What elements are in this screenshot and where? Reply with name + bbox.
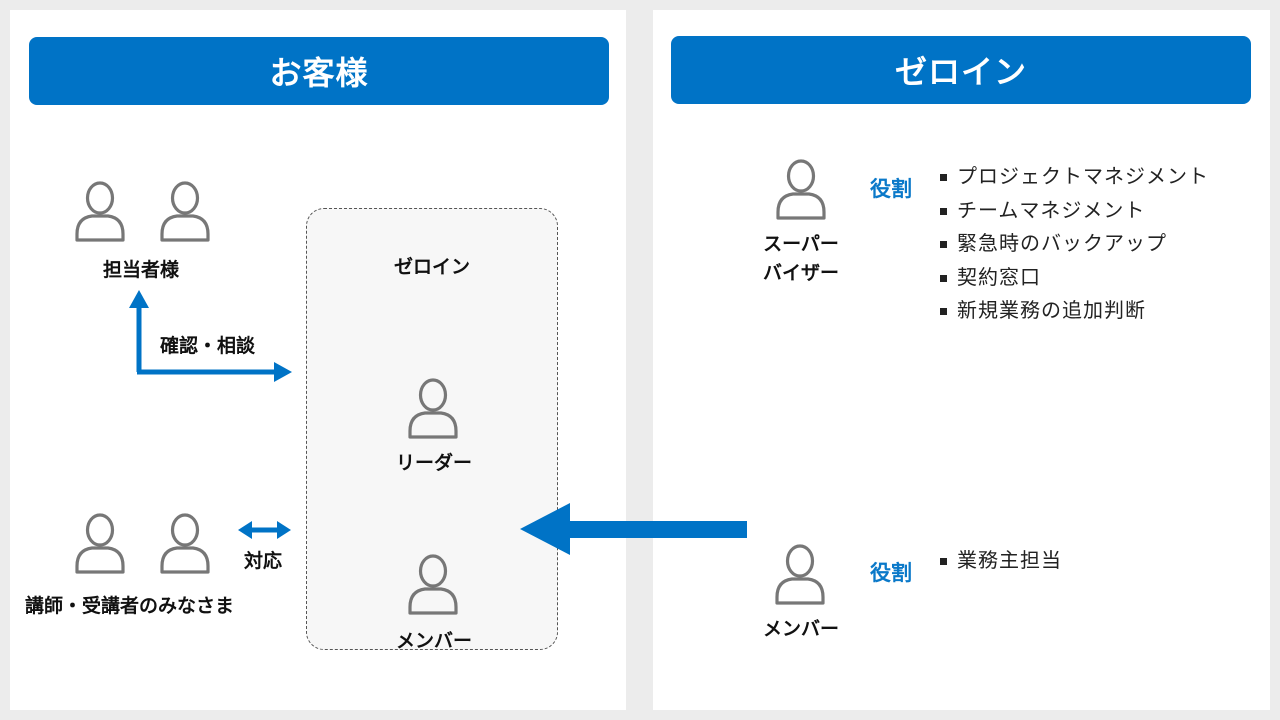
supervisor-label-line2: バイザー — [762, 262, 840, 284]
zeroin-member-person-icon — [775, 544, 825, 605]
role-item: プロジェクトマネジメント — [940, 160, 1209, 194]
supervisor-person-icon — [776, 159, 826, 220]
role-item: チームマネジメント — [940, 194, 1209, 228]
zeroin-header: ゼロイン — [671, 36, 1251, 104]
customer-header: お客様 — [29, 37, 609, 105]
team-box-title: ゼロイン — [393, 256, 471, 278]
right-arrow-icon — [274, 362, 292, 382]
attendees-label: 講師・受講者のみなさま — [25, 595, 235, 617]
customer-panel: お客様 担当者様 確認・相談 対応 講師・受講者のみなさま ゼロイン リーダー … — [10, 10, 626, 710]
role-item: 契約窓口 — [940, 261, 1209, 295]
member-role-list: 業務主担当 — [940, 544, 1062, 578]
supervisor-role-label: 役割 — [870, 177, 912, 201]
attendee-person-icon — [75, 513, 125, 574]
left-arrow-icon — [238, 521, 252, 539]
role-item: 緊急時のバックアップ — [940, 227, 1209, 261]
contact-person-icon — [160, 181, 210, 242]
member-label: メンバー — [395, 630, 473, 652]
zeroin-team-box: ゼロイン リーダー メンバー — [306, 208, 558, 652]
up-arrow-icon — [129, 290, 149, 308]
contact-label: 担当者様 — [102, 259, 180, 281]
leader-person-icon — [408, 378, 458, 439]
role-item: 業務主担当 — [940, 544, 1062, 578]
zeroin-panel: ゼロイン スーパー バイザー 役割 プロジェクトマネジメント チームマネジメント… — [653, 10, 1270, 710]
supervisor-role-list: プロジェクトマネジメント チームマネジメント 緊急時のバックアップ 契約窓口 新… — [940, 160, 1209, 328]
respond-label: 対応 — [244, 550, 283, 572]
contact-person-icon — [75, 181, 125, 242]
member-person-icon — [408, 554, 458, 615]
member-role-label: 役割 — [870, 561, 912, 585]
role-item: 新規業務の追加判断 — [940, 294, 1209, 328]
consult-label: 確認・相談 — [160, 335, 256, 357]
leader-label: リーダー — [395, 452, 473, 474]
zeroin-member-label: メンバー — [762, 618, 840, 640]
supervisor-label-line1: スーパー — [763, 233, 839, 255]
attendee-person-icon — [160, 513, 210, 574]
right-arrow-icon — [277, 521, 291, 539]
